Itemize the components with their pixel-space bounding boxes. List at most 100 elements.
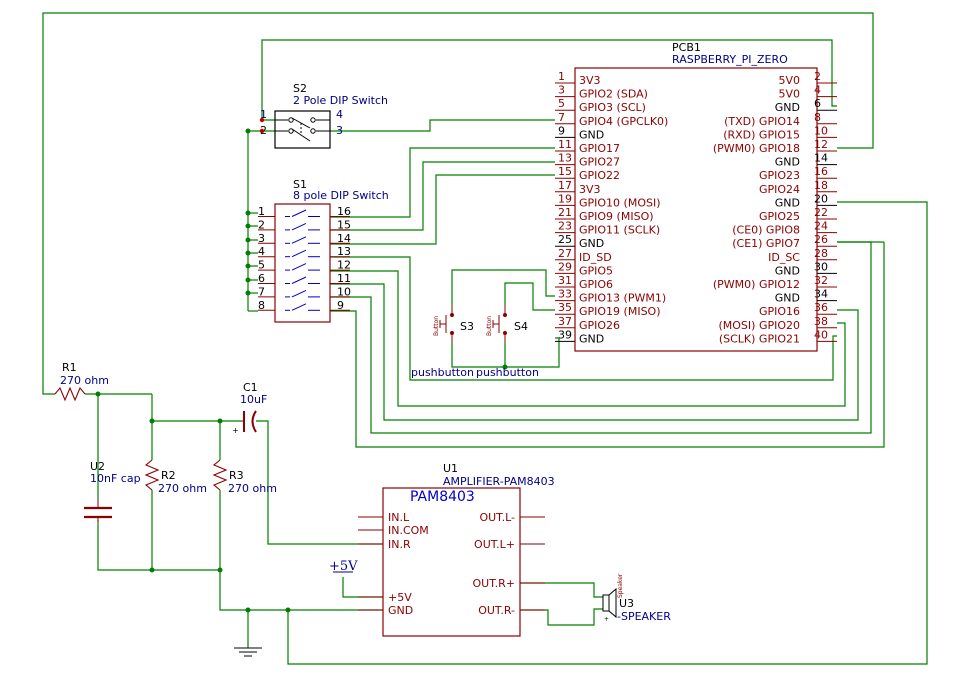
ground-symbol: [234, 647, 262, 657]
pcb1-pin-22-name: GPIO25: [759, 210, 800, 223]
pcb1-pin-17-name: 3V3: [579, 183, 601, 196]
pcb1-pin-27-name: ID_SD: [579, 251, 612, 264]
u1-pin-+5V: +5V: [388, 591, 412, 604]
s2-pin-1-dot: [259, 117, 265, 123]
pcb1-pin-35-name: GPIO19 (MISO): [579, 305, 661, 318]
pcb1-pin-32-number: 32: [814, 274, 828, 287]
u1-pins: IN.LIN.COMIN.R+5VGNDOUT.L-OUT.L+OUT.R+OU…: [358, 511, 545, 617]
pcb1-pin-31-number: 31: [558, 274, 572, 287]
s2-pin-1: 1: [260, 108, 267, 121]
u1-pin-IN.COM: IN.COM: [388, 524, 429, 537]
pcb1-pin-14-number: 14: [814, 152, 828, 165]
s3-ref: S3: [460, 320, 474, 333]
pcb1-pin-22-number: 22: [814, 206, 828, 219]
s1-pin-12: 12: [337, 259, 351, 272]
pcb1-pin-10-name: (RXD) GPIO15: [723, 128, 800, 141]
pcb1-pin-38-number: 38: [814, 315, 828, 328]
s2-pin-4: 4: [336, 108, 343, 121]
s1-pin-9: 9: [337, 299, 344, 312]
pcb1-pin-4-name: 5V0: [778, 88, 800, 101]
pcb1-pin-33-number: 33: [558, 288, 572, 301]
resistor-r1[interactable]: R1 270 ohm: [54, 361, 109, 402]
dip-switch-2-pole[interactable]: S2 2 Pole DIP Switch 1 2 4 3: [259, 82, 388, 149]
s2-pin-2-dot: [259, 128, 265, 134]
pcb1-pin-21-number: 21: [558, 206, 572, 219]
pcb1-pin-28-number: 28: [814, 247, 828, 260]
pcb1-pin-37-name: GPIO26: [579, 319, 620, 332]
amplifier-pam8403[interactable]: U1 AMPLIFIER-PAM8403 PAM8403 IN.LIN.COMI…: [358, 462, 555, 637]
u1-pin-OUT.L+: OUT.L+: [474, 538, 515, 551]
r1-value: 270 ohm: [60, 374, 109, 387]
power-5v: +5V: [329, 559, 358, 574]
pcb1-pin-20-name: GND: [775, 196, 800, 209]
pushbutton-s4[interactable]: Button S4 pushbutton: [476, 305, 539, 379]
u3-value: -SPEAKER: [617, 610, 671, 623]
r3-value: 270 ohm: [228, 482, 277, 495]
pcb1-value: RASPBERRY_PI_ZERO: [672, 53, 788, 66]
u1-pin-OUT.L-: OUT.L-: [479, 511, 515, 524]
s1-pin-11: 11: [337, 272, 351, 285]
pcb1-pin-25-number: 25: [558, 233, 572, 246]
pcb1-pin-38-name: (MOSI) GPIO20: [718, 319, 800, 332]
s2-switch-glyph: [275, 117, 330, 142]
pcb1-pin-18-number: 18: [814, 179, 828, 192]
pcb1-pin-11-name: GPIO17: [579, 142, 620, 155]
pcb1-pin-32-name: (PWM0) GPIO12: [713, 278, 800, 291]
s1-pin-2: 2: [258, 218, 265, 231]
pcb1-pin-4-number: 4: [814, 84, 821, 97]
pcb1-pin-3-number: 3: [558, 84, 565, 97]
pcb1-pin-26-number: 26: [814, 233, 828, 246]
s2-pin-3: 3: [336, 124, 343, 137]
pcb1-pin-3-name: GPIO2 (SDA): [579, 88, 648, 101]
pcb1-pin-1-name: 3V3: [579, 74, 601, 87]
pcb1-pin-5-number: 5: [558, 97, 565, 110]
pcb1-pin-29-name: GPIO5: [579, 264, 613, 277]
pcb1-pin-37-number: 37: [558, 315, 572, 328]
pushbutton-s3[interactable]: Button S3 pushbutton: [411, 305, 474, 379]
s2-value: 2 Pole DIP Switch: [293, 94, 388, 107]
pcb1-pin-39-number: 39: [558, 328, 572, 341]
pcb1-pin-25-name: GND: [579, 237, 604, 250]
capacitor-c1[interactable]: C1 10uF +: [232, 381, 267, 435]
s1-value: 8 pole DIP Switch: [293, 189, 389, 202]
pcb1-pin-5-name: GPIO3 (SCL): [579, 101, 646, 114]
s1-pin-14: 14: [337, 232, 351, 245]
junctions: [95, 128, 508, 613]
c1-ref: C1: [243, 381, 258, 394]
pcb1-pin-11-number: 11: [558, 138, 572, 151]
u2-ref: U2: [90, 460, 105, 473]
pcb1-pin-36-number: 36: [814, 301, 828, 314]
resistor-r3[interactable]: R3 270 ohm: [212, 459, 277, 495]
pcb1-pin-1-number: 1: [558, 70, 565, 83]
s1-pin-4: 4: [258, 245, 265, 258]
pcb1-pin-19-name: GPIO10 (MOSI): [579, 196, 661, 209]
u1-pin-OUT.R-: OUT.R-: [478, 604, 515, 617]
capacitor-u2[interactable]: U2 10nF cap: [84, 460, 141, 522]
pcb1-pin-21-name: GPIO9 (MISO): [579, 210, 654, 223]
pcb1-pin-13-number: 13: [558, 152, 572, 165]
u1-pin-GND: GND: [388, 604, 413, 617]
s2-body: [274, 110, 331, 149]
pcb1-pin-9-name: GND: [579, 128, 604, 141]
speaker-u3[interactable]: U3 -SPEAKER Speaker +: [602, 573, 671, 623]
u1-title: PAM8403: [410, 489, 475, 505]
r3-ref: R3: [229, 469, 244, 482]
s1-pin-8: 8: [258, 299, 265, 312]
u3-plus: +: [604, 616, 609, 623]
pcb1-pin-35-number: 35: [558, 301, 572, 314]
pcb1-pin-6-name: GND: [775, 101, 800, 114]
r2-value: 270 ohm: [158, 482, 207, 495]
s1-pin-10: 10: [337, 285, 351, 298]
s1-pin-1: 1: [258, 205, 265, 218]
pcb1-pin-8-number: 8: [814, 111, 821, 124]
pcb1-pin-40-name: (SCLK) GPIO21: [719, 332, 800, 345]
pcb1-pin-17-number: 17: [558, 179, 572, 192]
resistor-r2[interactable]: R2 270 ohm: [144, 459, 207, 495]
pcb1-pin-13-name: GPIO27: [579, 156, 620, 169]
r2-ref: R2: [161, 469, 176, 482]
pcb1-pin-36-name: GPIO16: [759, 305, 800, 318]
